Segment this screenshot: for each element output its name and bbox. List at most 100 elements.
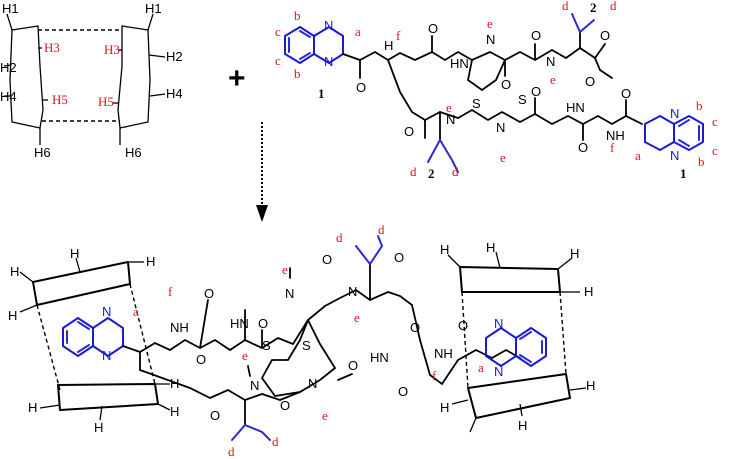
complex-atom-n-right-2: N	[494, 364, 503, 379]
complex-atom-n-6: N	[308, 376, 317, 391]
label-h1-left: H1	[2, 1, 19, 16]
complex-label-a-left: a	[133, 304, 139, 319]
complex-atom-o-7: O	[210, 408, 220, 423]
complex-label-e-3: e	[242, 348, 248, 363]
complex-atom-o-4: O	[322, 252, 332, 267]
label-h3-right: H3	[104, 42, 120, 57]
complex-cavitand-left: H H H H H H H H	[8, 246, 179, 435]
label-e-bottom-2: e	[500, 150, 506, 165]
complex-label-f-left: f	[168, 284, 173, 299]
complex-left-h-2: H	[70, 246, 79, 261]
atom-n-9: N	[446, 112, 455, 127]
complex-atom-n-1: N	[102, 304, 111, 319]
label-b-right-top: b	[696, 98, 703, 113]
complex-atom-hn-1: HN	[230, 316, 249, 331]
atom-s-2: S	[518, 92, 527, 107]
complex-left-h-3: H	[146, 254, 155, 269]
complex-atom-s-1: S	[262, 338, 271, 353]
atom-o-1: O	[356, 80, 366, 95]
complex-atom-n-5: N	[250, 378, 259, 393]
complex-atom-o-3: O	[258, 316, 268, 331]
complex-cavitand-right: H H H H H H H	[440, 240, 595, 433]
plus-operator: +	[228, 62, 246, 95]
atom-n-bottom: N	[324, 54, 333, 69]
complex-quinoxaline-left: N N a	[62, 304, 139, 363]
complex-right-h-6: H	[518, 418, 527, 433]
label-c-right-top: c	[712, 114, 718, 129]
label-a-top: a	[355, 24, 361, 39]
label-c-top: c	[275, 24, 281, 39]
atom-nh-14: NH	[606, 128, 625, 143]
cavitand-right-wall	[117, 25, 151, 129]
label-h2-right: H2	[166, 49, 183, 64]
label-d-top-2: d	[610, 0, 617, 13]
label-a-right: a	[635, 148, 641, 163]
complex-right-h-1: H	[440, 242, 449, 257]
complex-atom-o-2: O	[196, 352, 206, 367]
label-b-top: b	[294, 8, 301, 23]
label-compound-1-right: 1	[680, 166, 687, 181]
label-h4-right: H4	[166, 86, 183, 101]
atom-n-3: N	[486, 32, 495, 47]
complex-label-d-bottom-2: d	[272, 434, 279, 449]
atom-n-6: N	[546, 54, 555, 69]
atom-n-top: N	[324, 18, 333, 33]
complex-quinoxaline-right: N N a	[478, 316, 547, 379]
complex-left-h-4: H	[8, 308, 17, 323]
atom-o-16: O	[585, 74, 595, 89]
complex-atom-o-11: O	[458, 318, 468, 333]
label-h6-right: H6	[125, 145, 142, 160]
label-d-top-1: d	[562, 0, 569, 13]
complex-left-h-1: H	[10, 264, 19, 279]
label-e-bottom-1: e	[446, 100, 452, 115]
atom-s-1: S	[472, 96, 481, 111]
quinoxaline-left-top	[284, 26, 344, 64]
complex-label-d-top-2: d	[378, 222, 385, 237]
complex-left-h-7: H	[170, 376, 179, 391]
atom-o-2: O	[428, 21, 438, 36]
label-e-top-1: e	[487, 16, 493, 31]
atom-n-10: N	[496, 120, 505, 135]
cavitand-left-wall	[9, 25, 44, 129]
complex-left-h-6: H	[94, 420, 103, 435]
label-b-bottom: b	[294, 66, 301, 81]
host-guest-complex: H H H H H H H H N N a f NH O O HN	[8, 222, 595, 459]
label-compound-1-left: 1	[318, 86, 325, 101]
label-h2-left: H2	[0, 60, 17, 75]
complex-right-h-3: H	[570, 246, 579, 261]
atom-hn-12: HN	[566, 100, 585, 115]
label-h1-right: H1	[145, 1, 162, 16]
complex-label-a-right: a	[478, 360, 484, 375]
complex-atom-n-right-1: N	[494, 316, 503, 331]
complex-left-h-5: H	[28, 400, 37, 415]
label-f-bottom: f	[610, 140, 615, 155]
label-h4-left: H4	[0, 89, 17, 104]
atom-hn-2: HN	[450, 56, 469, 71]
complex-atom-hn-2: HN	[370, 350, 389, 365]
atom-n-right-bottom: N	[670, 148, 679, 163]
label-d-bottom-2: d	[452, 164, 459, 179]
atom-o-13: O	[578, 140, 588, 155]
complex-right-h-4: H	[584, 284, 593, 299]
label-c-right-bottom: c	[712, 143, 718, 158]
label-e-top-2: e	[550, 72, 556, 87]
complex-atom-o-6: O	[410, 320, 420, 335]
atom-n-right-top: N	[670, 106, 679, 121]
label-f-top: f	[396, 28, 401, 43]
complex-atom-o-5: O	[394, 250, 404, 265]
complex-atom-o-8: O	[280, 398, 290, 413]
atom-o-5: O	[531, 28, 541, 43]
complex-atom-o-1: O	[204, 286, 214, 301]
complex-atom-o-9: O	[348, 358, 358, 373]
reaction-arrow	[256, 122, 268, 222]
atom-nh-1: H	[384, 38, 393, 53]
label-compound-2-top: 2	[590, 0, 597, 15]
atom-o-8: O	[404, 124, 414, 139]
label-h6-left: H6	[34, 145, 51, 160]
label-compound-2-bottom: 2	[428, 166, 435, 181]
label-h3-left: H3	[44, 40, 60, 55]
complex-label-d-bottom-1: d	[228, 444, 235, 459]
complex-label-d-top-1: d	[336, 230, 343, 245]
complex-atom-s-2: S	[302, 338, 311, 353]
